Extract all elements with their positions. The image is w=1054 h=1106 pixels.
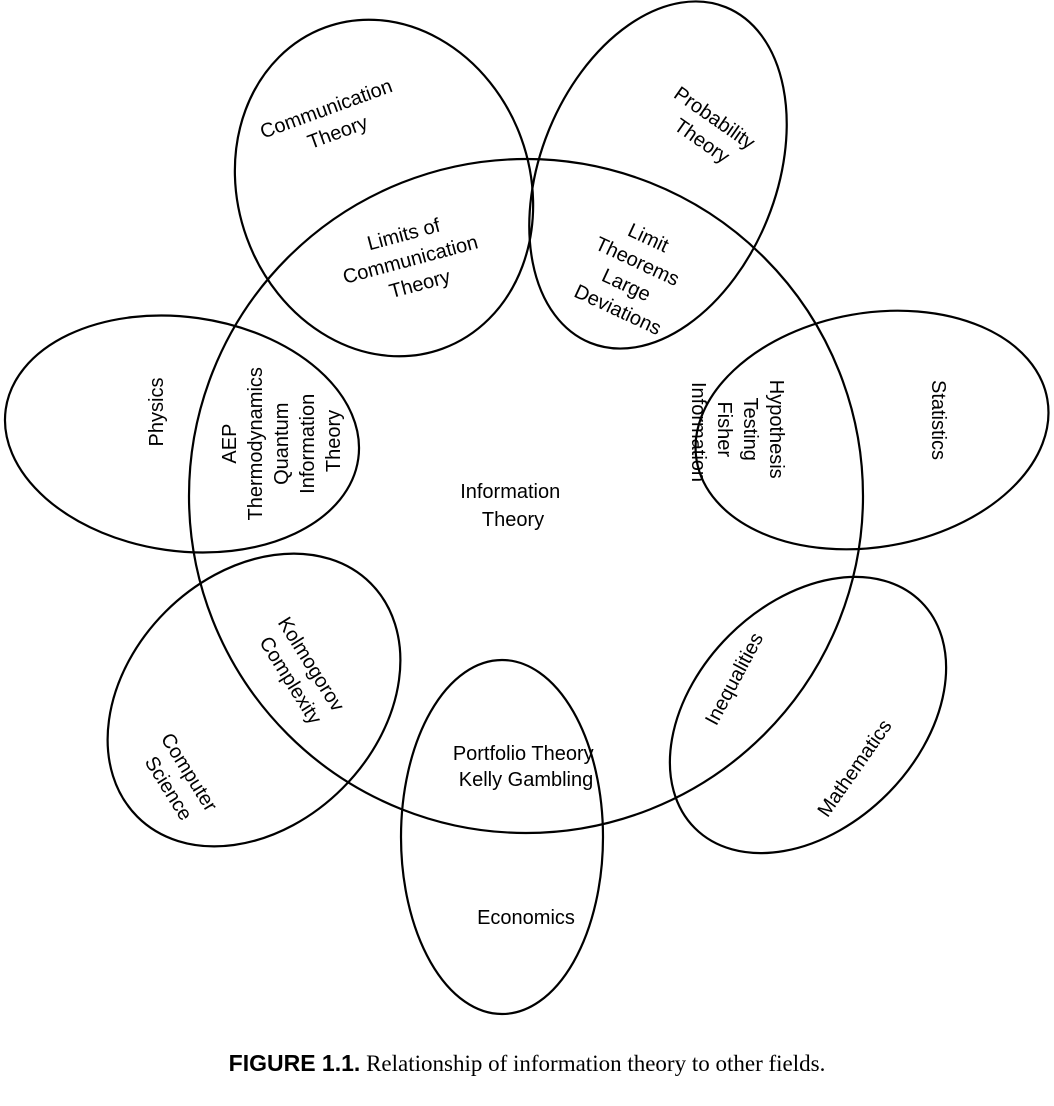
- probability-theory-label: Probability Theory: [655, 83, 764, 179]
- limit-theorems-large-deviations-label: Limit Theorems Large Deviations: [570, 209, 699, 340]
- portfolio-theory-kelly-gambling-label: Portfolio Theory Kelly Gambling: [453, 743, 599, 791]
- probability-theory-ellipse: [528, 0, 788, 350]
- hypothesis-testing-fisher-information-label: Hypothesis Testing Fisher Information: [687, 380, 787, 485]
- mathematics-label: Mathematics: [814, 716, 897, 821]
- mathematics-ellipse: [668, 575, 948, 855]
- statistics-ellipse: [694, 309, 1050, 551]
- kolmogorov-complexity-label: Kolmogorov Complexity: [251, 613, 351, 734]
- information-theory-label: Information Theory: [460, 481, 566, 531]
- computer-science-label: Computer Science: [134, 729, 224, 834]
- communication-theory-ellipse: [233, 18, 535, 358]
- physics-label: Physics: [146, 378, 168, 447]
- figure-caption-text: Relationship of information theory to ot…: [360, 1051, 826, 1076]
- computer-science-ellipse: [106, 552, 402, 848]
- economics-ellipse: [399, 658, 605, 1016]
- aep-thermodynamics-quantum-information-theory-label: AEP Thermodynamics Quantum Information T…: [219, 362, 345, 521]
- information-theory-venn-diagram: Information Theory Communication Theory …: [3, 0, 1050, 1016]
- limits-of-communication-theory-label: Limits of Communication Theory: [334, 205, 493, 314]
- information-theory-circle: [187, 157, 865, 835]
- physics-ellipse: [3, 314, 361, 554]
- communication-theory-label: Communication Theory: [257, 73, 409, 168]
- figure-number: FIGURE 1.1.: [228, 1050, 361, 1076]
- statistics-label: Statistics: [927, 380, 949, 460]
- economics-label: Economics: [477, 907, 575, 929]
- figure-caption: FIGURE 1.1. Relationship of information …: [0, 1050, 1054, 1077]
- inequalities-label: Inequalities: [701, 629, 768, 729]
